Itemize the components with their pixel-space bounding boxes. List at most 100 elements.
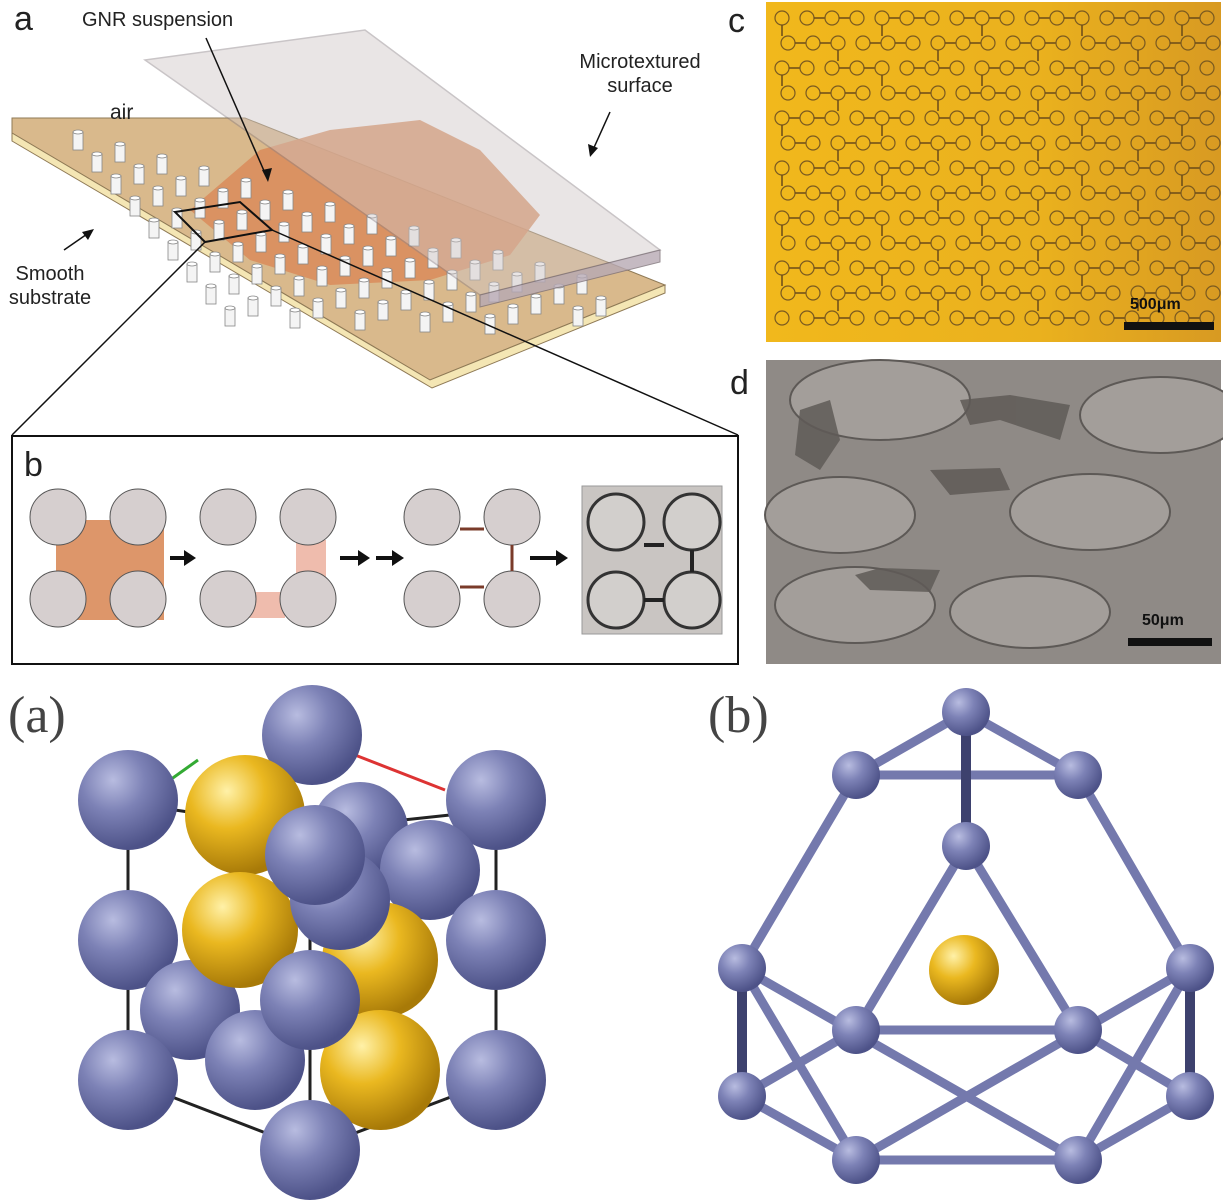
- bottom-panel-b-letter: (b): [708, 687, 769, 744]
- micrograph-ring: [780, 235, 796, 251]
- panel-d-letter: d: [730, 364, 749, 402]
- micrograph-ring: [1155, 85, 1171, 101]
- atom-blue: [260, 950, 360, 1050]
- atom-gold: [320, 1010, 440, 1130]
- micrograph-ring: [1205, 185, 1221, 201]
- panel-b-letter: b: [24, 446, 43, 484]
- atom-blue: [380, 820, 480, 920]
- micrograph-ring: [924, 10, 940, 26]
- bottom-panel-a-letter: (a): [8, 687, 66, 744]
- micrograph-ring: [1099, 60, 1115, 76]
- micrograph-ring: [1199, 10, 1215, 26]
- micrograph-ring: [1055, 185, 1071, 201]
- micrograph-ring: [1080, 85, 1096, 101]
- micrograph-ring: [849, 310, 865, 326]
- smooth-substrate-label: Smooth substrate: [8, 263, 92, 309]
- micrograph-ring: [855, 235, 871, 251]
- micrograph-ring: [1024, 210, 1040, 226]
- micrograph-ring: [899, 260, 915, 276]
- micrograph-ring: [805, 135, 821, 151]
- micrograph-ring: [1199, 260, 1215, 276]
- micrograph-ring: [1205, 35, 1221, 51]
- atom-blue: [265, 805, 365, 905]
- micrograph-ring: [1105, 285, 1121, 301]
- scale-bar-500: 500μm: [1130, 296, 1181, 313]
- scale-bar-50: 50μm: [1142, 612, 1184, 629]
- atom-blue: [260, 1100, 360, 1200]
- center-gold-atom: [929, 935, 999, 1005]
- atom-blue: [78, 890, 178, 990]
- micrograph-ring: [1055, 35, 1071, 51]
- micrograph-ring: [949, 210, 965, 226]
- micrograph-ring: [805, 285, 821, 301]
- micrograph-ring: [1199, 160, 1215, 176]
- micrograph-ring: [1205, 85, 1221, 101]
- micrograph-ring: [905, 185, 921, 201]
- microtextured-edge: [479, 249, 661, 308]
- micrograph-ring: [999, 10, 1015, 26]
- micrograph-ring: [980, 185, 996, 201]
- micrograph-ring: [880, 135, 896, 151]
- step-4-micrograph: [581, 485, 723, 635]
- micrograph-ring: [1205, 235, 1221, 251]
- micrograph-ring: [799, 210, 815, 226]
- panel-a-schematic: [11, 29, 739, 436]
- atom-blue: [262, 685, 362, 785]
- micrograph-ring: [1099, 210, 1115, 226]
- atom-blue: [78, 1030, 178, 1130]
- micrograph-ring: [999, 160, 1015, 176]
- gnr-suspension-label: GNR suspension: [82, 9, 234, 31]
- micrograph-ring: [1049, 110, 1065, 126]
- micrograph-ring: [1005, 235, 1021, 251]
- micrograph-ring: [924, 310, 940, 326]
- micrograph-ring: [1124, 110, 1140, 126]
- atom-blue: [78, 750, 178, 850]
- micrograph-ring: [1105, 135, 1121, 151]
- micrograph-ring: [1024, 60, 1040, 76]
- substrate-edge: [11, 132, 666, 389]
- micrograph-ring: [1049, 260, 1065, 276]
- atom-blue: [446, 890, 546, 990]
- micrograph-ring: [1199, 60, 1215, 76]
- pillar-array: [72, 129, 607, 335]
- microtextured-surface-label: Microtextured surface: [579, 51, 701, 97]
- micrograph-ring: [855, 85, 871, 101]
- step-1: [29, 488, 167, 628]
- micrograph-ring: [924, 160, 940, 176]
- micrograph-ring: [774, 310, 790, 326]
- micrograph-ring: [1124, 260, 1140, 276]
- micrograph-ring: [949, 60, 965, 76]
- micrograph-ring: [880, 285, 896, 301]
- micrograph-ring: [849, 160, 865, 176]
- atom-blue: [446, 750, 546, 850]
- micrograph-ring: [824, 110, 840, 126]
- panel-b-diagram: [11, 435, 739, 665]
- atom-gold: [182, 872, 298, 988]
- panel-c-letter: c: [728, 2, 745, 40]
- atom-blue: [446, 1030, 546, 1130]
- micrograph-ring: [1199, 210, 1215, 226]
- micrograph-ring: [824, 260, 840, 276]
- micrograph-ring: [799, 60, 815, 76]
- micrograph-ring: [1180, 135, 1196, 151]
- micrograph-ring: [955, 285, 971, 301]
- micrograph-ring: [1199, 110, 1215, 126]
- micrograph-ring: [1205, 135, 1221, 151]
- micrograph-ring: [1149, 10, 1165, 26]
- micrograph-ring: [780, 85, 796, 101]
- optical-micrograph: [766, 2, 1221, 342]
- panel-a-letter: a: [14, 0, 33, 38]
- micrograph-ring: [1149, 160, 1165, 176]
- micrograph-ring: [1205, 285, 1221, 301]
- micrograph-ring: [1180, 285, 1196, 301]
- step-3: [403, 488, 541, 628]
- micrograph-ring: [1155, 235, 1171, 251]
- vertex-atoms: [718, 688, 1214, 1184]
- crystal-structure: [78, 685, 546, 1200]
- micrograph-ring: [849, 10, 865, 26]
- micrograph-ring: [905, 35, 921, 51]
- sem-micrograph: [764, 359, 1223, 664]
- step-2: [199, 488, 337, 628]
- micrograph-ring: [999, 310, 1015, 326]
